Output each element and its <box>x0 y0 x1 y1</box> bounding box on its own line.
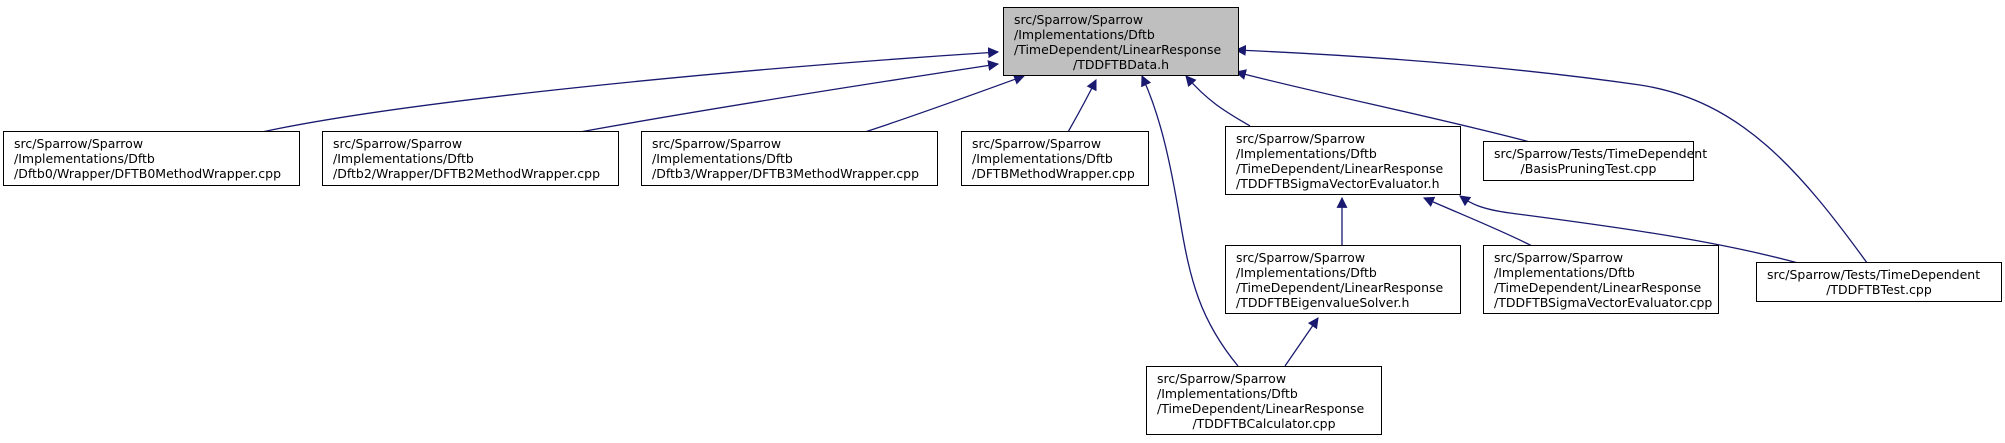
edge-dftb2-to-root <box>579 60 1000 133</box>
edge-dftb0-to-root <box>261 47 1000 133</box>
node-basis-pruning-test-cpp[interactable]: src/Sparrow/Tests/TimeDependent /BasisPr… <box>1483 141 1708 181</box>
node-dftb-method-wrapper-cpp[interactable]: src/Sparrow/Sparrow /Implementations/Dft… <box>961 131 1149 186</box>
node-label-line: /TDDFTBCalculator.cpp <box>1192 416 1336 431</box>
node-label-line: /Implementations/Dftb <box>1236 146 1377 161</box>
node-label-line: src/Sparrow/Sparrow <box>652 136 782 151</box>
node-label-line: /TimeDependent/LinearResponse <box>1014 42 1222 57</box>
node-label-line: /TimeDependent/LinearResponse <box>1494 280 1702 295</box>
node-label-line: src/Sparrow/Sparrow <box>14 136 144 151</box>
edge-dftb3-to-root <box>864 74 1026 133</box>
node-label-line: /DFTBMethodWrapper.cpp <box>972 166 1135 181</box>
node-label-line: /TimeDependent/LinearResponse <box>1157 401 1365 416</box>
node-label-line: /TDDFTBSigmaVectorEvaluator.cpp <box>1494 295 1713 310</box>
node-label-line: /Implementations/Dftb <box>652 151 793 166</box>
node-label-line: src/Sparrow/Sparrow <box>333 136 463 151</box>
edge-sigma-cpp-to-sigma-h <box>1422 196 1533 247</box>
node-tddftb-eigenvalue-solver-h[interactable]: src/Sparrow/Sparrow /Implementations/Dft… <box>1225 245 1461 314</box>
node-label-line: src/Sparrow/Sparrow <box>1494 250 1624 265</box>
node-label-line: /TDDFTBSigmaVectorEvaluator.h <box>1236 176 1440 191</box>
node-label-line: /TDDFTBEigenvalueSolver.h <box>1236 295 1410 310</box>
node-label-line: src/Sparrow/Sparrow <box>1157 371 1287 386</box>
node-tddftb-calculator-cpp[interactable]: src/Sparrow/Sparrow /Implementations/Dft… <box>1146 366 1382 435</box>
edge-calc-to-eigen-h <box>1284 317 1319 367</box>
node-tddftbdata-h: src/Sparrow/Sparrow /Implementations/Dft… <box>1003 7 1239 76</box>
node-label-line: /Implementations/Dftb <box>1494 265 1635 280</box>
node-label-line: /Implementations/Dftb <box>14 151 155 166</box>
edge-basis-to-root <box>1234 69 1531 143</box>
node-label-line: /Implementations/Dftb <box>333 151 474 166</box>
node-dftb3-method-wrapper-cpp[interactable]: src/Sparrow/Sparrow /Implementations/Dft… <box>641 131 938 186</box>
edge-tddftbtest-to-root <box>1234 44 1871 268</box>
node-label-line: /Dftb0/Wrapper/DFTB0MethodWrapper.cpp <box>14 166 282 181</box>
node-label-line: src/Sparrow/Sparrow <box>972 136 1102 151</box>
node-label-line: /TDDFTBData.h <box>1072 57 1170 72</box>
node-tddftb-sigma-vector-evaluator-cpp[interactable]: src/Sparrow/Sparrow /Implementations/Dft… <box>1483 245 1719 314</box>
node-label-line: src/Sparrow/Sparrow <box>1236 131 1366 146</box>
node-label-line: /TimeDependent/LinearResponse <box>1236 280 1444 295</box>
node-tddftb-test-cpp[interactable]: src/Sparrow/Tests/TimeDependent /TDDFTBT… <box>1756 262 2002 302</box>
node-label-line: /Dftb3/Wrapper/DFTB3MethodWrapper.cpp <box>652 166 920 181</box>
edge-sigma-h-to-root <box>1185 75 1251 127</box>
edge-calc-to-root <box>1141 75 1239 367</box>
edge-dftbwrap-to-root <box>1067 79 1097 133</box>
node-label-line: /BasisPruningTest.cpp <box>1520 161 1657 176</box>
node-label-line: src/Sparrow/Sparrow <box>1236 250 1366 265</box>
node-label-line: /TimeDependent/LinearResponse <box>1236 161 1444 176</box>
node-label-line: src/Sparrow/Sparrow <box>1014 12 1144 27</box>
node-dftb2-method-wrapper-cpp[interactable]: src/Sparrow/Sparrow /Implementations/Dft… <box>322 131 619 186</box>
node-label-line: /Implementations/Dftb <box>1236 265 1377 280</box>
node-tddftb-sigma-vector-evaluator-h[interactable]: src/Sparrow/Sparrow /Implementations/Dft… <box>1225 126 1461 195</box>
node-label-line: /Implementations/Dftb <box>972 151 1113 166</box>
node-label-line: src/Sparrow/Tests/TimeDependent <box>1767 267 1981 282</box>
node-label-line: /Implementations/Dftb <box>1157 386 1298 401</box>
node-label-line: src/Sparrow/Tests/TimeDependent <box>1494 146 1708 161</box>
node-label-line: /Dftb2/Wrapper/DFTB2MethodWrapper.cpp <box>333 166 601 181</box>
node-dftb0-method-wrapper-cpp[interactable]: src/Sparrow/Sparrow /Implementations/Dft… <box>3 131 300 186</box>
node-label-line: /Implementations/Dftb <box>1014 27 1155 42</box>
edge-tddftbtest-to-sigma-h <box>1459 195 1813 268</box>
node-label-line: /TDDFTBTest.cpp <box>1826 282 1932 297</box>
